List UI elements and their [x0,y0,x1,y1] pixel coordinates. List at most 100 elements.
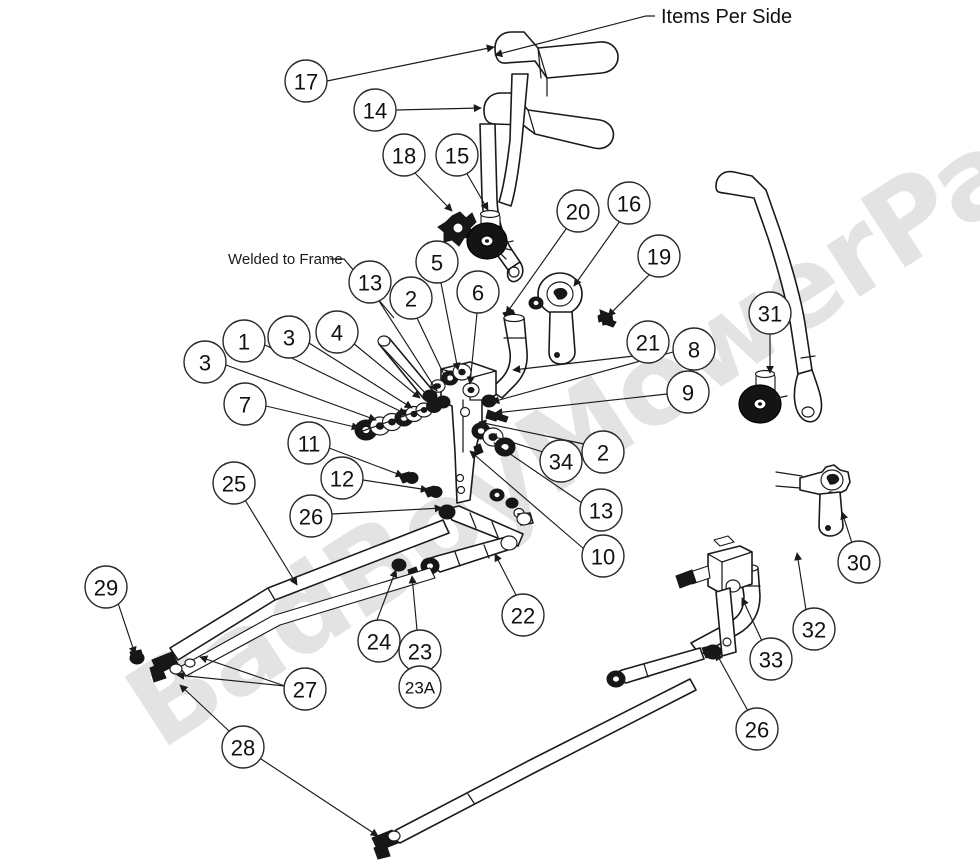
pulley-15 [466,209,514,260]
callout-11[interactable]: 11 [287,421,331,465]
callout-12[interactable]: 12 [320,456,364,500]
callout-9-label: 9 [682,381,694,406]
callout-26-lower[interactable]: 26 [735,707,779,751]
callout-5[interactable]: 5 [415,240,459,284]
callout-23A[interactable]: 23A [398,665,442,709]
knob-plate-30 [775,464,851,537]
callout-7[interactable]: 7 [223,382,267,426]
callout-14[interactable]: 14 [353,88,397,132]
callout-31-label: 31 [758,302,782,327]
callout-9[interactable]: 9 [666,370,710,414]
callout-19-label: 19 [647,245,671,270]
bearing-stack [354,335,472,441]
callout-16[interactable]: 16 [607,181,651,225]
callout-32-label: 32 [802,618,826,643]
callout-2-label: 2 [405,287,417,312]
callout-1-label: 1 [238,330,250,355]
callout-13-right[interactable]: 13 [579,488,623,532]
callout-21[interactable]: 21 [626,320,670,364]
callout-13-right-label: 13 [589,499,613,524]
callout-3-lower-label: 3 [199,351,211,376]
callout-18[interactable]: 18 [382,133,426,177]
valve-body-33 [606,535,753,688]
callout-33-label: 33 [759,648,783,673]
pivot-ring-16 [537,272,583,365]
callout-23A-label: 23A [405,679,436,698]
callout-5-label: 5 [431,251,443,276]
callout-30[interactable]: 30 [837,540,881,584]
lever-17-shaft [498,73,529,207]
callout-23-label: 23 [408,640,432,665]
bolt-6 [462,382,480,398]
items-per-side-label: Items Per Side [661,6,792,28]
callout-2-right[interactable]: 2 [581,430,625,474]
callout-25[interactable]: 25 [212,461,256,505]
callout-3-upper[interactable]: 3 [267,315,311,359]
callout-20-label: 20 [566,200,590,225]
callout-34[interactable]: 34 [539,439,583,483]
callout-19[interactable]: 19 [637,234,681,278]
callout-22[interactable]: 22 [501,593,545,637]
nut-16 [528,296,544,310]
long-rod-25 [129,519,450,683]
callout-2[interactable]: 2 [389,276,433,320]
callout-14-label: 14 [363,99,387,124]
callout-10-label: 10 [591,545,615,570]
callout-15[interactable]: 15 [435,133,479,177]
callout-22-label: 22 [511,604,535,629]
callout-16-label: 16 [617,192,641,217]
pulley-31 [738,369,788,424]
callout-8[interactable]: 8 [672,327,716,371]
callout-18-label: 18 [392,144,416,169]
callout-31[interactable]: 31 [748,291,792,335]
callout-27[interactable]: 27 [283,667,327,711]
upper-lever-17 [494,31,619,79]
callout-27-label: 27 [293,678,317,703]
callout-34-label: 34 [549,450,573,475]
callout-17-label: 17 [294,70,318,95]
leader-lines [117,44,853,837]
lever-joint-bar [537,47,548,97]
callout-15-label: 15 [445,144,469,169]
callout-10[interactable]: 10 [581,534,625,578]
callout-24[interactable]: 24 [357,619,401,663]
callout-26-upper-label: 26 [299,505,323,530]
callout-32[interactable]: 32 [792,607,836,651]
knob-18 [437,211,477,247]
callout-4[interactable]: 4 [315,310,359,354]
callout-26-lower-label: 26 [745,718,769,743]
callout-29-label: 29 [94,576,118,601]
items-per-side-annotation: Items Per Side [494,6,792,58]
callout-11-label: 11 [298,432,321,457]
callout-13-label: 13 [358,271,382,296]
callout-3-lower[interactable]: 3 [183,340,227,384]
welded-to-frame-label: Welded to Frame [228,251,343,268]
callout-17[interactable]: 17 [284,59,328,103]
callout-7-label: 7 [239,393,251,418]
callout-28[interactable]: 28 [221,725,265,769]
callout-6-label: 6 [472,281,484,306]
callout-13[interactable]: 13 [348,260,392,304]
callout-26-upper[interactable]: 26 [289,494,333,538]
callout-8-label: 8 [688,338,700,363]
callout-29[interactable]: 29 [84,565,128,609]
callout-28-label: 28 [231,736,255,761]
callout-1[interactable]: 1 [222,319,266,363]
control-tube-21 [489,313,528,399]
callout-3-upper-label: 3 [283,326,295,351]
right-lever-bar [715,170,823,423]
callout-25-label: 25 [222,472,246,497]
callout-21-label: 21 [636,331,660,356]
wing-bolt-19 [597,309,617,328]
callout-30-label: 30 [847,551,871,576]
callout-bubbles: 17 14 18 15 20 16 19 31 5 6 13 2 4 3 1 3… [84,59,881,769]
callout-12-label: 12 [330,467,354,492]
callout-33[interactable]: 33 [749,637,793,681]
callout-6[interactable]: 6 [456,270,500,314]
callout-20[interactable]: 20 [556,189,600,233]
callout-4-label: 4 [331,321,343,346]
long-bottom-rod-28 [371,678,697,860]
